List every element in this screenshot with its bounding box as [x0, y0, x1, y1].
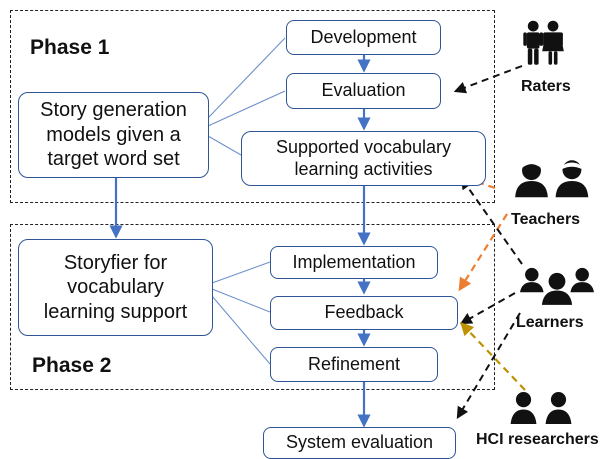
link-story-activities	[207, 135, 242, 156]
arrow-hci-feedback	[460, 322, 526, 391]
teachers-label: Teachers	[511, 211, 581, 228]
link-storyfier-feedback	[211, 288, 271, 313]
man-woman-icon	[523, 20, 564, 65]
link-story-development	[207, 37, 286, 119]
hci-researchers-label: HCI researchers	[476, 431, 599, 448]
arrow-teachers-feedback	[458, 213, 508, 292]
feedback-box: Feedback	[270, 296, 458, 330]
raters-label: Raters	[521, 78, 571, 95]
supported-activities-box: Supported vocabulary learning activities	[241, 131, 486, 186]
storyfier-box: Storyfier for vocabulary learning suppor…	[18, 239, 213, 336]
phase1-frame	[10, 10, 495, 203]
hci-researchers-icon	[510, 392, 572, 424]
evaluation-box: Evaluation	[286, 73, 441, 109]
arrow-learners-system-evaluation	[456, 312, 521, 420]
refinement-box: Refinement	[270, 347, 438, 382]
learners-label: Learners	[516, 314, 584, 331]
phase1-label: Phase 1	[30, 36, 110, 59]
phase2-label: Phase 2	[32, 354, 112, 377]
arrow-raters-evaluation	[453, 65, 523, 94]
link-storyfier-implementation	[211, 261, 271, 284]
arrow-learners-feedback	[459, 292, 516, 325]
development-box: Development	[286, 20, 441, 55]
arrow-learners-activities	[460, 177, 523, 265]
system-evaluation-box: System evaluation	[263, 427, 456, 459]
link-story-evaluation	[207, 90, 286, 127]
phase2-frame	[10, 224, 495, 390]
story-generation-box: Story generation models given a target w…	[18, 92, 209, 178]
teachers-icon	[515, 159, 589, 198]
implementation-box: Implementation	[270, 246, 438, 279]
learners-icon	[520, 267, 594, 305]
link-storyfier-refinement	[211, 295, 271, 365]
